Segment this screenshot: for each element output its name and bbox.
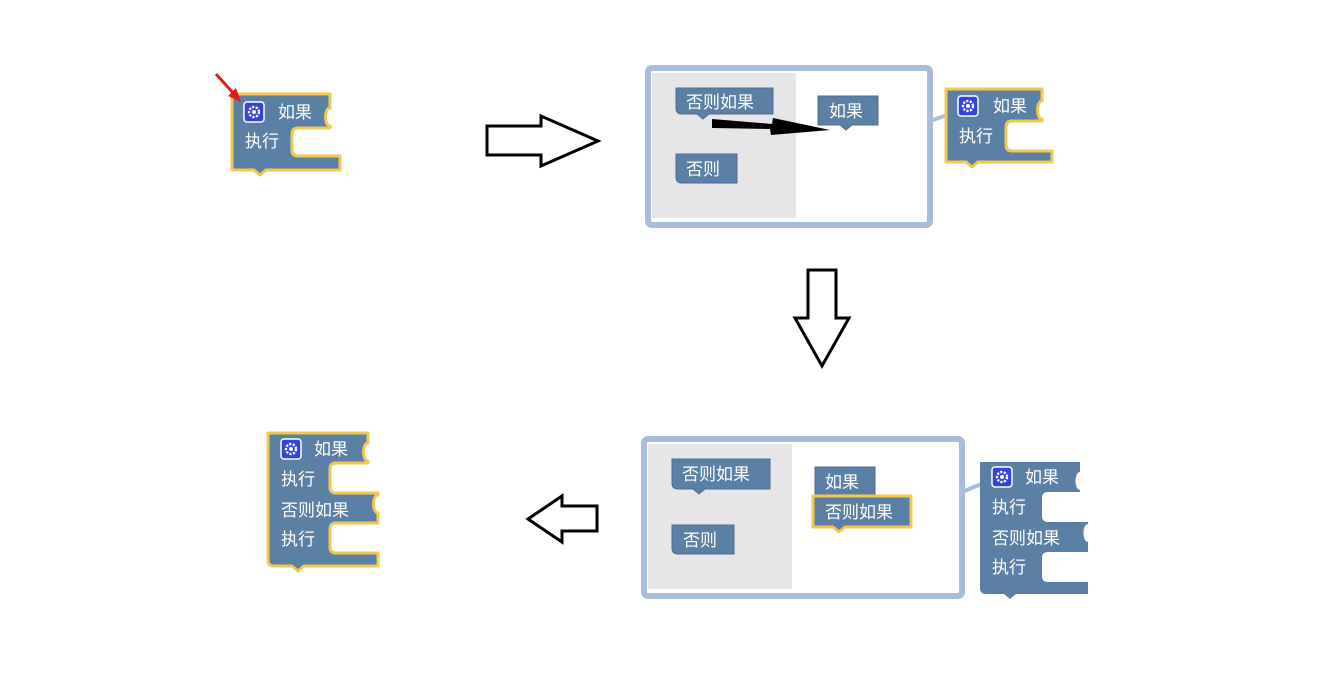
mutator-if-block[interactable]: 如果 (817, 95, 879, 131)
gear-icon[interactable] (991, 466, 1013, 488)
gear-icon[interactable] (280, 438, 302, 460)
mutator-else-if-block[interactable]: 否则如果 (811, 494, 913, 534)
else-if-label: 否则如果 (686, 93, 754, 113)
step4-if-else-if-block[interactable]: 如果 执行 否则如果 执行 (266, 431, 380, 573)
gear-icon[interactable] (243, 101, 265, 123)
if-label: 如果 (1025, 468, 1059, 488)
if-label: 如果 (993, 97, 1027, 117)
do-label: 执行 (281, 530, 315, 550)
arrow-right-icon (485, 113, 602, 169)
if-label: 如果 (314, 440, 348, 460)
else-if-label: 否则如果 (682, 465, 750, 485)
flyout-else-block[interactable]: 否则 (671, 524, 735, 555)
if-label: 如果 (278, 103, 312, 123)
do-label: 执行 (959, 127, 993, 147)
else-label: 否则 (686, 160, 720, 180)
mutator-if-block[interactable]: 如果 (814, 466, 876, 497)
flyout-else-block[interactable]: 否则 (675, 153, 738, 184)
else-if-label: 否则如果 (281, 501, 349, 521)
else-if-label: 否则如果 (992, 529, 1060, 549)
if-label: 如果 (825, 473, 859, 493)
do-label: 执行 (245, 132, 279, 152)
do-label: 执行 (281, 470, 315, 490)
flyout-else-if-block[interactable]: 否则如果 (675, 87, 774, 120)
else-label: 否则 (683, 531, 717, 551)
arrow-left-icon (525, 493, 599, 545)
step3-if-block[interactable]: 如果 执行 否则如果 执行 (980, 462, 1088, 599)
gear-icon[interactable] (957, 95, 979, 117)
step2-if-block[interactable]: 如果 执行 (944, 87, 1054, 169)
pointer-arrow-icon (214, 72, 241, 102)
do-label: 执行 (992, 558, 1026, 578)
else-if-label: 否则如果 (825, 503, 893, 523)
drag-arrow-icon (712, 118, 830, 135)
if-label: 如果 (829, 102, 863, 122)
do-label: 执行 (992, 498, 1026, 518)
arrow-down-icon (792, 268, 852, 370)
flyout-else-if-block[interactable]: 否则如果 (671, 458, 771, 495)
step1-if-block[interactable]: 如果 执行 (230, 92, 342, 177)
